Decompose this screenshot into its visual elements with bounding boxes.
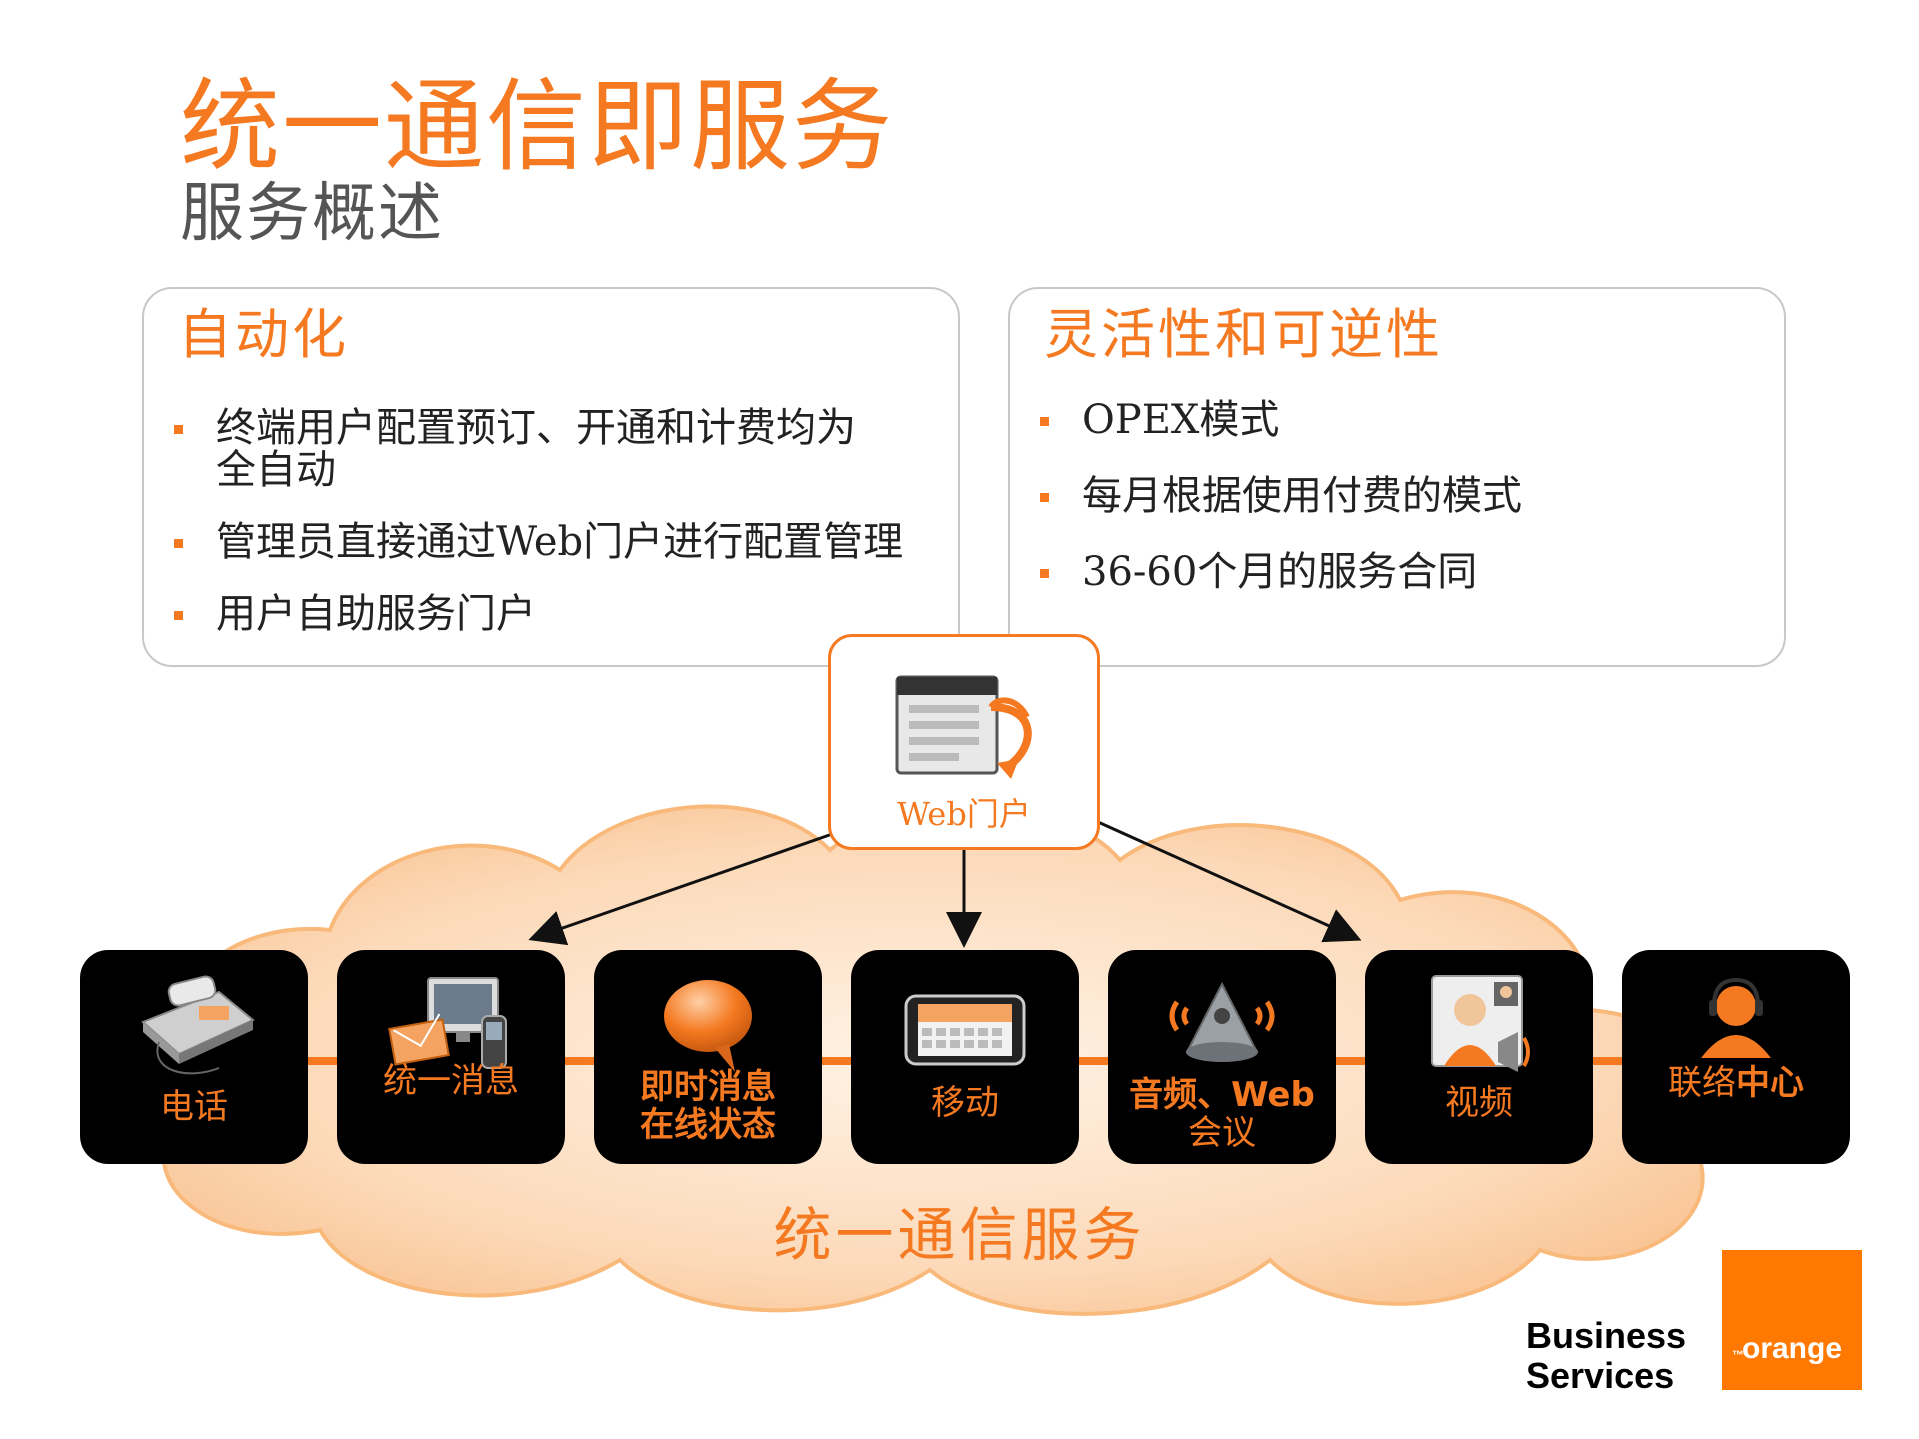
- conference-phone-icon: [1169, 981, 1275, 1062]
- flexibility-panel-title: 灵活性和可逆性: [1044, 303, 1443, 366]
- brand-text: Business Services: [1526, 1316, 1686, 1396]
- unified-messaging-icon: [388, 977, 507, 1069]
- service-tile-instant-messaging[interactable]: 即时消息 在线状态: [594, 950, 822, 1164]
- service-label: 电话: [160, 1087, 228, 1127]
- bullet-item: 管理员直接通过Web门户进行配置管理: [174, 521, 928, 563]
- trademark-symbol: ™: [1732, 1348, 1744, 1362]
- automation-panel-title: 自动化: [178, 303, 349, 366]
- service-label: 统一消息: [383, 1061, 519, 1101]
- service-label: 即时消息 在线状态: [594, 1068, 822, 1144]
- service-label: 音频、Web 会议: [1108, 1076, 1336, 1152]
- service-label: 移动: [931, 1083, 999, 1123]
- flexibility-panel: 灵活性和可逆性 OPEX模式 每月根据使用付费的模式 36-60个月的服务合同: [1008, 287, 1786, 667]
- service-label-part1: 联络: [1668, 1063, 1736, 1103]
- headset-agent-icon: [1701, 977, 1771, 1058]
- service-label-line2: 在线状态: [640, 1105, 776, 1145]
- bullet-item: 36-60个月的服务合同: [1040, 551, 1754, 593]
- service-tile-unified-messaging[interactable]: 统一消息: [337, 950, 565, 1164]
- service-tile-conferencing[interactable]: 音频、Web 会议: [1108, 950, 1336, 1164]
- automation-bullet-list: 终端用户配置预订、开通和计费均为全自动 管理员直接通过Web门户进行配置管理 用…: [174, 407, 928, 665]
- service-tile-phone[interactable]: 电话: [80, 950, 308, 1164]
- service-label-line1: 音频、Web: [1129, 1075, 1315, 1115]
- page-title: 统一通信即服务: [180, 68, 894, 185]
- video-icon: [1431, 975, 1530, 1072]
- flexibility-bullet-list: OPEX模式 每月根据使用付费的模式 36-60个月的服务合同: [1040, 399, 1754, 627]
- bullet-item: 每月根据使用付费的模式: [1040, 475, 1754, 517]
- web-portal-label: Web门户: [897, 795, 1031, 833]
- service-tile-contact-center[interactable]: 联络中心: [1622, 950, 1850, 1164]
- service-tile-mobile[interactable]: 移动: [851, 950, 1079, 1164]
- web-portal-icon: [895, 675, 1032, 779]
- page-subtitle: 服务概述: [180, 177, 444, 251]
- brand-line2: Services: [1526, 1355, 1675, 1396]
- bullet-item: OPEX模式: [1040, 399, 1754, 441]
- automation-panel: 自动化 终端用户配置预订、开通和计费均为全自动 管理员直接通过Web门户进行配置…: [142, 287, 960, 667]
- cloud-label: 统一通信服务: [773, 1201, 1146, 1269]
- service-label: 联络中心: [1622, 1064, 1850, 1102]
- phone-icon: [141, 975, 255, 1075]
- bullet-item: 用户自助服务门户: [174, 593, 928, 635]
- chat-bubble-icon: [664, 980, 752, 1072]
- service-label-line1: 即时消息: [640, 1067, 776, 1107]
- service-label-part2: 中心: [1736, 1063, 1804, 1103]
- bullet-item: 终端用户配置预订、开通和计费均为全自动: [174, 407, 874, 491]
- web-portal-box: Web门户: [828, 634, 1100, 850]
- service-label: 视频: [1445, 1083, 1513, 1123]
- brand-line1: Business: [1526, 1315, 1687, 1356]
- mobile-icon: [904, 994, 1026, 1066]
- service-label-line2: 会议: [1188, 1113, 1256, 1153]
- service-tile-video[interactable]: 视频: [1365, 950, 1593, 1164]
